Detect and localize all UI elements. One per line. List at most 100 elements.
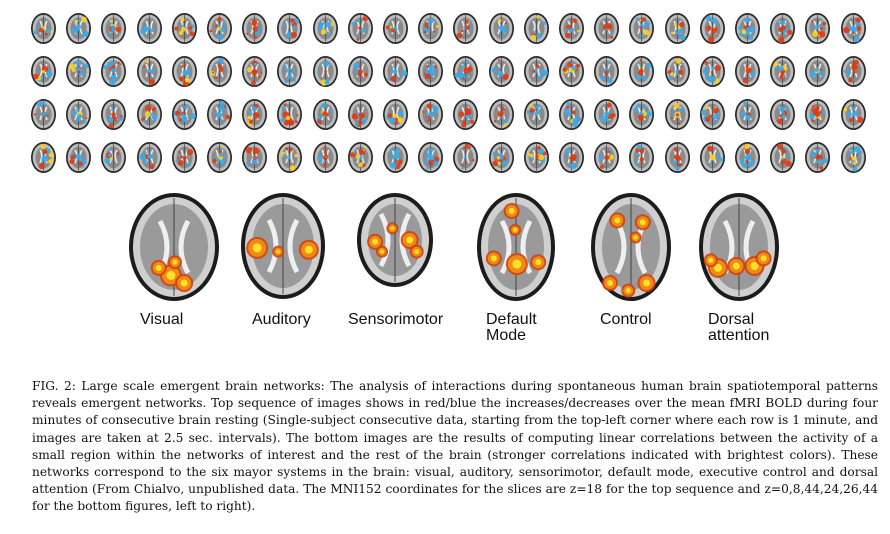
- brain-slice-thumbnail: [136, 141, 163, 174]
- network-panel-sensorimotor: Sensorimotor: [348, 192, 458, 352]
- brain-slice-thumbnail: [628, 55, 655, 88]
- brain-slice-thumbnail: [417, 55, 444, 88]
- brain-slice-thumbnail: [523, 55, 550, 88]
- brain-slice-thumbnail: [840, 141, 867, 174]
- network-panel-visual: Visual: [120, 192, 230, 352]
- brain-slice-thumbnail: [65, 55, 92, 88]
- brain-slice-thumbnail: [347, 12, 374, 45]
- brain-slice-thumbnail: [734, 12, 761, 45]
- network-panel-dorsal-attention: Dorsal attention: [690, 192, 800, 352]
- brain-slice-thumbnail: [699, 141, 726, 174]
- brain-slice-thumbnail: [523, 98, 550, 131]
- brain-slice-thumbnail: [699, 55, 726, 88]
- brain-slice-thumbnail: [65, 12, 92, 45]
- brain-slice-thumbnail: [804, 141, 831, 174]
- brain-slice-thumbnail: [382, 55, 409, 88]
- brain-slice-thumbnail: [30, 12, 57, 45]
- brain-slice-thumbnail: [769, 12, 796, 45]
- brain-slice-thumbnail: [417, 98, 444, 131]
- network-panel-default-mode: Default Mode: [468, 192, 578, 352]
- brain-slice-thumbnail: [206, 12, 233, 45]
- network-brain-slice: [129, 193, 219, 301]
- brain-slice-thumbnail: [206, 55, 233, 88]
- brain-slice-thumbnail: [347, 55, 374, 88]
- brain-slice-thumbnail: [804, 98, 831, 131]
- network-brain-slice: [699, 193, 779, 301]
- brain-slice-thumbnail: [241, 98, 268, 131]
- brain-slice-thumbnail: [593, 12, 620, 45]
- brain-slice-thumbnail: [840, 98, 867, 131]
- brain-slice-thumbnail: [488, 12, 515, 45]
- brain-slice-thumbnail: [664, 98, 691, 131]
- brain-slice-thumbnail: [488, 98, 515, 131]
- brain-slice-thumbnail: [699, 98, 726, 131]
- brain-slice-thumbnail: [488, 55, 515, 88]
- brain-slice-thumbnail: [452, 12, 479, 45]
- brain-slice-thumbnail: [312, 141, 339, 174]
- network-label-sensorimotor: Sensorimotor: [348, 311, 444, 328]
- brain-slice-thumbnail: [804, 12, 831, 45]
- brain-slice-thumbnail: [734, 141, 761, 174]
- network-label-auditory: Auditory: [252, 311, 311, 328]
- brain-slice-thumbnail: [769, 55, 796, 88]
- brain-slice-thumbnail: [30, 141, 57, 174]
- brain-slice-thumbnail: [417, 141, 444, 174]
- brain-slice-thumbnail: [276, 98, 303, 131]
- brain-slice-thumbnail: [628, 98, 655, 131]
- brain-slice-thumbnail: [769, 98, 796, 131]
- brain-slice-thumbnail: [100, 98, 127, 131]
- network-panel-auditory: Auditory: [232, 192, 342, 352]
- brain-slice-thumbnail: [804, 55, 831, 88]
- brain-slice-thumbnail: [734, 55, 761, 88]
- brain-slice-thumbnail: [100, 141, 127, 174]
- brain-slice-thumbnail: [241, 12, 268, 45]
- brain-slice-thumbnail: [65, 98, 92, 131]
- brain-slice-thumbnail: [171, 12, 198, 45]
- brain-slice-thumbnail: [734, 98, 761, 131]
- brain-slice-thumbnail: [558, 141, 585, 174]
- brain-slice-thumbnail: [628, 141, 655, 174]
- brain-slice-thumbnail: [769, 141, 796, 174]
- brain-slice-thumbnail: [30, 55, 57, 88]
- brain-slice-thumbnail: [65, 141, 92, 174]
- brain-slice-thumbnail: [241, 141, 268, 174]
- network-label-visual: Visual: [140, 311, 184, 328]
- brain-slice-thumbnail: [100, 55, 127, 88]
- brain-slice-sequence-grid: [30, 12, 880, 184]
- brain-slice-thumbnail: [452, 141, 479, 174]
- brain-slice-thumbnail: [593, 55, 620, 88]
- brain-slice-thumbnail: [699, 12, 726, 45]
- brain-slice-thumbnail: [171, 55, 198, 88]
- brain-slice-thumbnail: [488, 141, 515, 174]
- network-brain-slice: [241, 193, 325, 299]
- brain-slice-thumbnail: [136, 12, 163, 45]
- brain-slice-thumbnail: [664, 55, 691, 88]
- brain-slice-thumbnail: [276, 141, 303, 174]
- brain-slice-thumbnail: [276, 55, 303, 88]
- brain-slice-thumbnail: [664, 141, 691, 174]
- brain-slice-thumbnail: [593, 98, 620, 131]
- brain-slice-thumbnail: [523, 12, 550, 45]
- brain-slice-thumbnail: [312, 55, 339, 88]
- brain-slice-thumbnail: [100, 12, 127, 45]
- brain-slice-thumbnail: [382, 141, 409, 174]
- brain-slice-thumbnail: [312, 98, 339, 131]
- brain-slice-thumbnail: [840, 55, 867, 88]
- brain-slice-thumbnail: [312, 12, 339, 45]
- brain-slice-thumbnail: [206, 141, 233, 174]
- brain-slice-thumbnail: [452, 55, 479, 88]
- network-brain-slice: [357, 193, 433, 287]
- brain-slice-thumbnail: [593, 141, 620, 174]
- network-label-dorsal-attention: Dorsal attention: [708, 311, 770, 344]
- network-brain-slice: [477, 193, 555, 301]
- brain-slice-thumbnail: [241, 55, 268, 88]
- brain-slice-thumbnail: [417, 12, 444, 45]
- brain-slice-thumbnail: [136, 98, 163, 131]
- brain-networks-row: Visual Auditory Sensorimotor Default Mod…: [120, 192, 800, 352]
- brain-slice-thumbnail: [840, 12, 867, 45]
- brain-slice-thumbnail: [206, 98, 233, 131]
- brain-slice-thumbnail: [558, 12, 585, 45]
- network-brain-slice: [591, 193, 671, 301]
- network-panel-control: Control: [582, 192, 692, 352]
- brain-slice-thumbnail: [558, 55, 585, 88]
